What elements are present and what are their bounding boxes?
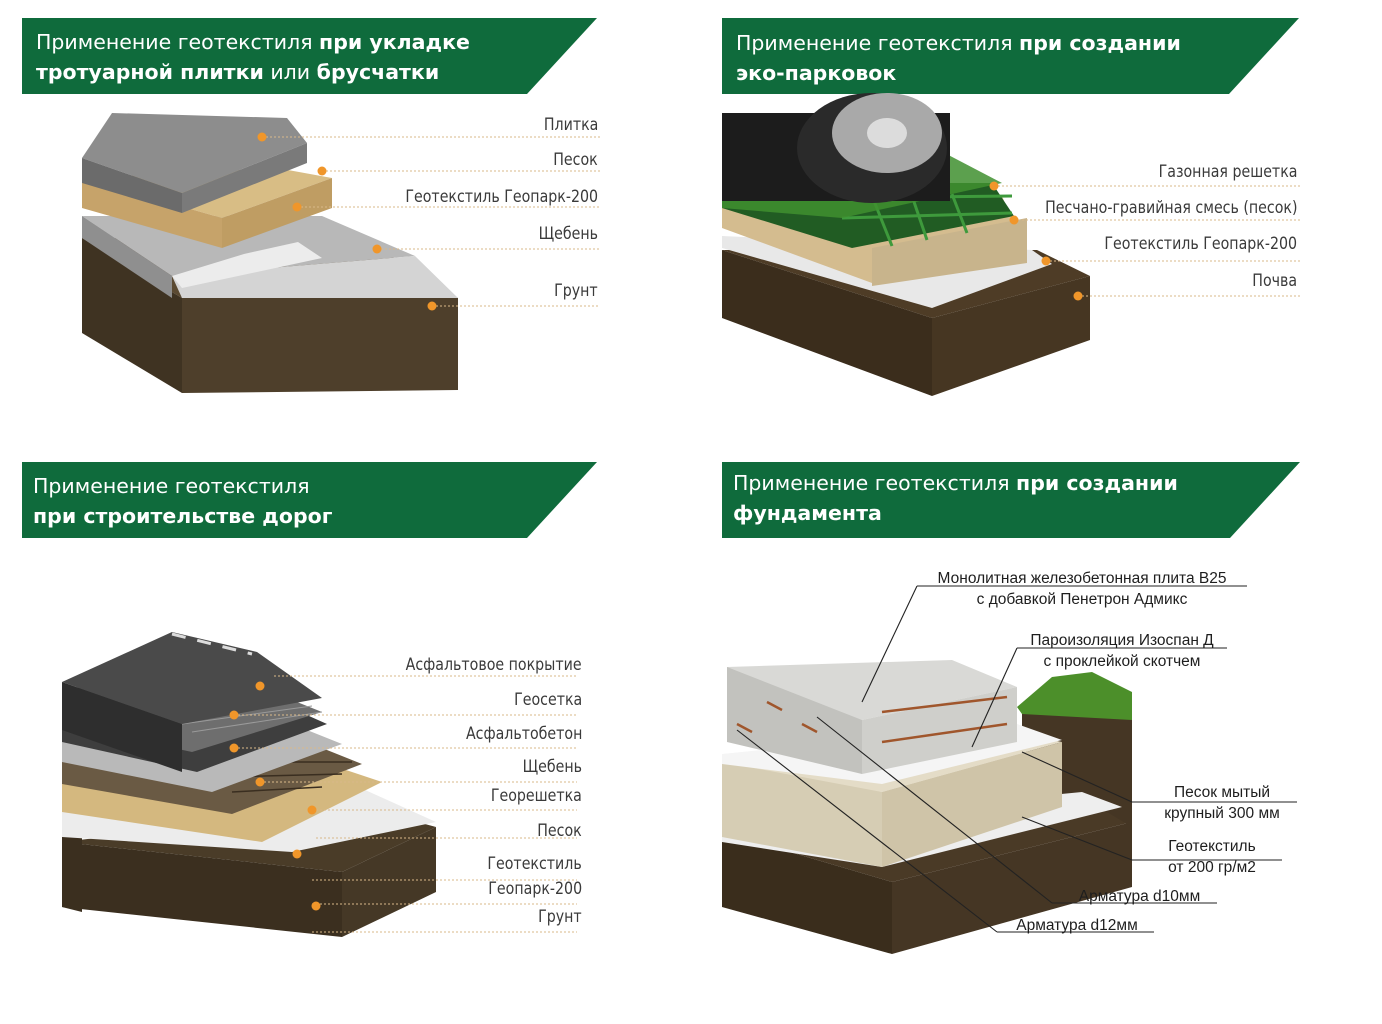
label-asphalt-cover: Асфальтовое покрытие	[406, 655, 582, 674]
label-gravel: Щебень	[538, 224, 598, 243]
panel-title: Применение геотекстиля при создании фунд…	[733, 471, 1178, 525]
panel-title: Применение геотекстиля при укладке троту…	[36, 30, 470, 84]
label-asphalt-concrete: Асфальтобетон	[465, 724, 582, 743]
label-gravel: Щебень	[522, 757, 582, 776]
banner-foundation: Применение геотекстиля при создании фунд…	[722, 462, 1322, 538]
label-soil: Грунт	[538, 907, 582, 926]
panel-title: Применение геотекстиля при строительстве…	[33, 474, 333, 528]
panel-eco-parking: Применение геотекстиля при создании эко-…	[722, 18, 1307, 420]
label-sand: Песок	[537, 821, 582, 840]
banner-paving: Применение геотекстиля при укладке троту…	[22, 18, 606, 94]
banner-eco-parking: Применение геотекстиля при создании эко-…	[722, 18, 1307, 94]
panel-foundation: Применение геотекстиля при создании фунд…	[722, 462, 1322, 982]
banner-shape	[722, 18, 1299, 94]
label-geotextile: Геотекстиль Геопарк-200	[405, 187, 598, 206]
label-tile: Плитка	[543, 115, 598, 134]
panel-title: Применение геотекстиля при создании эко-…	[736, 31, 1181, 85]
panel-paving: Применение геотекстиля при укладке троту…	[22, 18, 606, 420]
label-soil: Почва	[1252, 271, 1297, 290]
road-layers-diagram	[62, 632, 577, 937]
banner-shape	[722, 462, 1300, 538]
label-sand-gravel: Песчано-гравийная смесь (песок)	[1044, 198, 1297, 217]
paving-layers-diagram	[82, 113, 600, 393]
banner-shape	[22, 462, 597, 538]
label-rebar-d10: Арматура d10мм	[1078, 888, 1201, 905]
banner-roads: Применение геотекстиля при строительстве…	[22, 462, 606, 538]
label-lawn-grid: Газонная решетка	[1158, 162, 1297, 181]
label-sand: Песок	[553, 150, 598, 169]
layer-tiles	[82, 113, 307, 193]
label-geopark: Геопарк-200	[488, 879, 582, 898]
foundation-layers-diagram	[722, 585, 1297, 954]
label-geogrid: Георешетка	[490, 786, 582, 805]
layer-asphalt-top	[62, 632, 322, 724]
label-geotextile: Геотекстиль	[487, 854, 582, 873]
label-geotextile: Геотекстиль Геопарк-200	[1104, 234, 1297, 253]
label-rebar-d12: Арматура d12мм	[1016, 917, 1138, 934]
eco-parking-layers-diagram	[722, 93, 1300, 396]
label-soil: Грунт	[554, 281, 598, 300]
label-geonet: Геосетка	[513, 690, 582, 709]
panel-roads: Применение геотекстиля при строительстве…	[22, 462, 606, 952]
banner-shape	[22, 18, 597, 94]
layer-geotextile	[172, 242, 322, 288]
